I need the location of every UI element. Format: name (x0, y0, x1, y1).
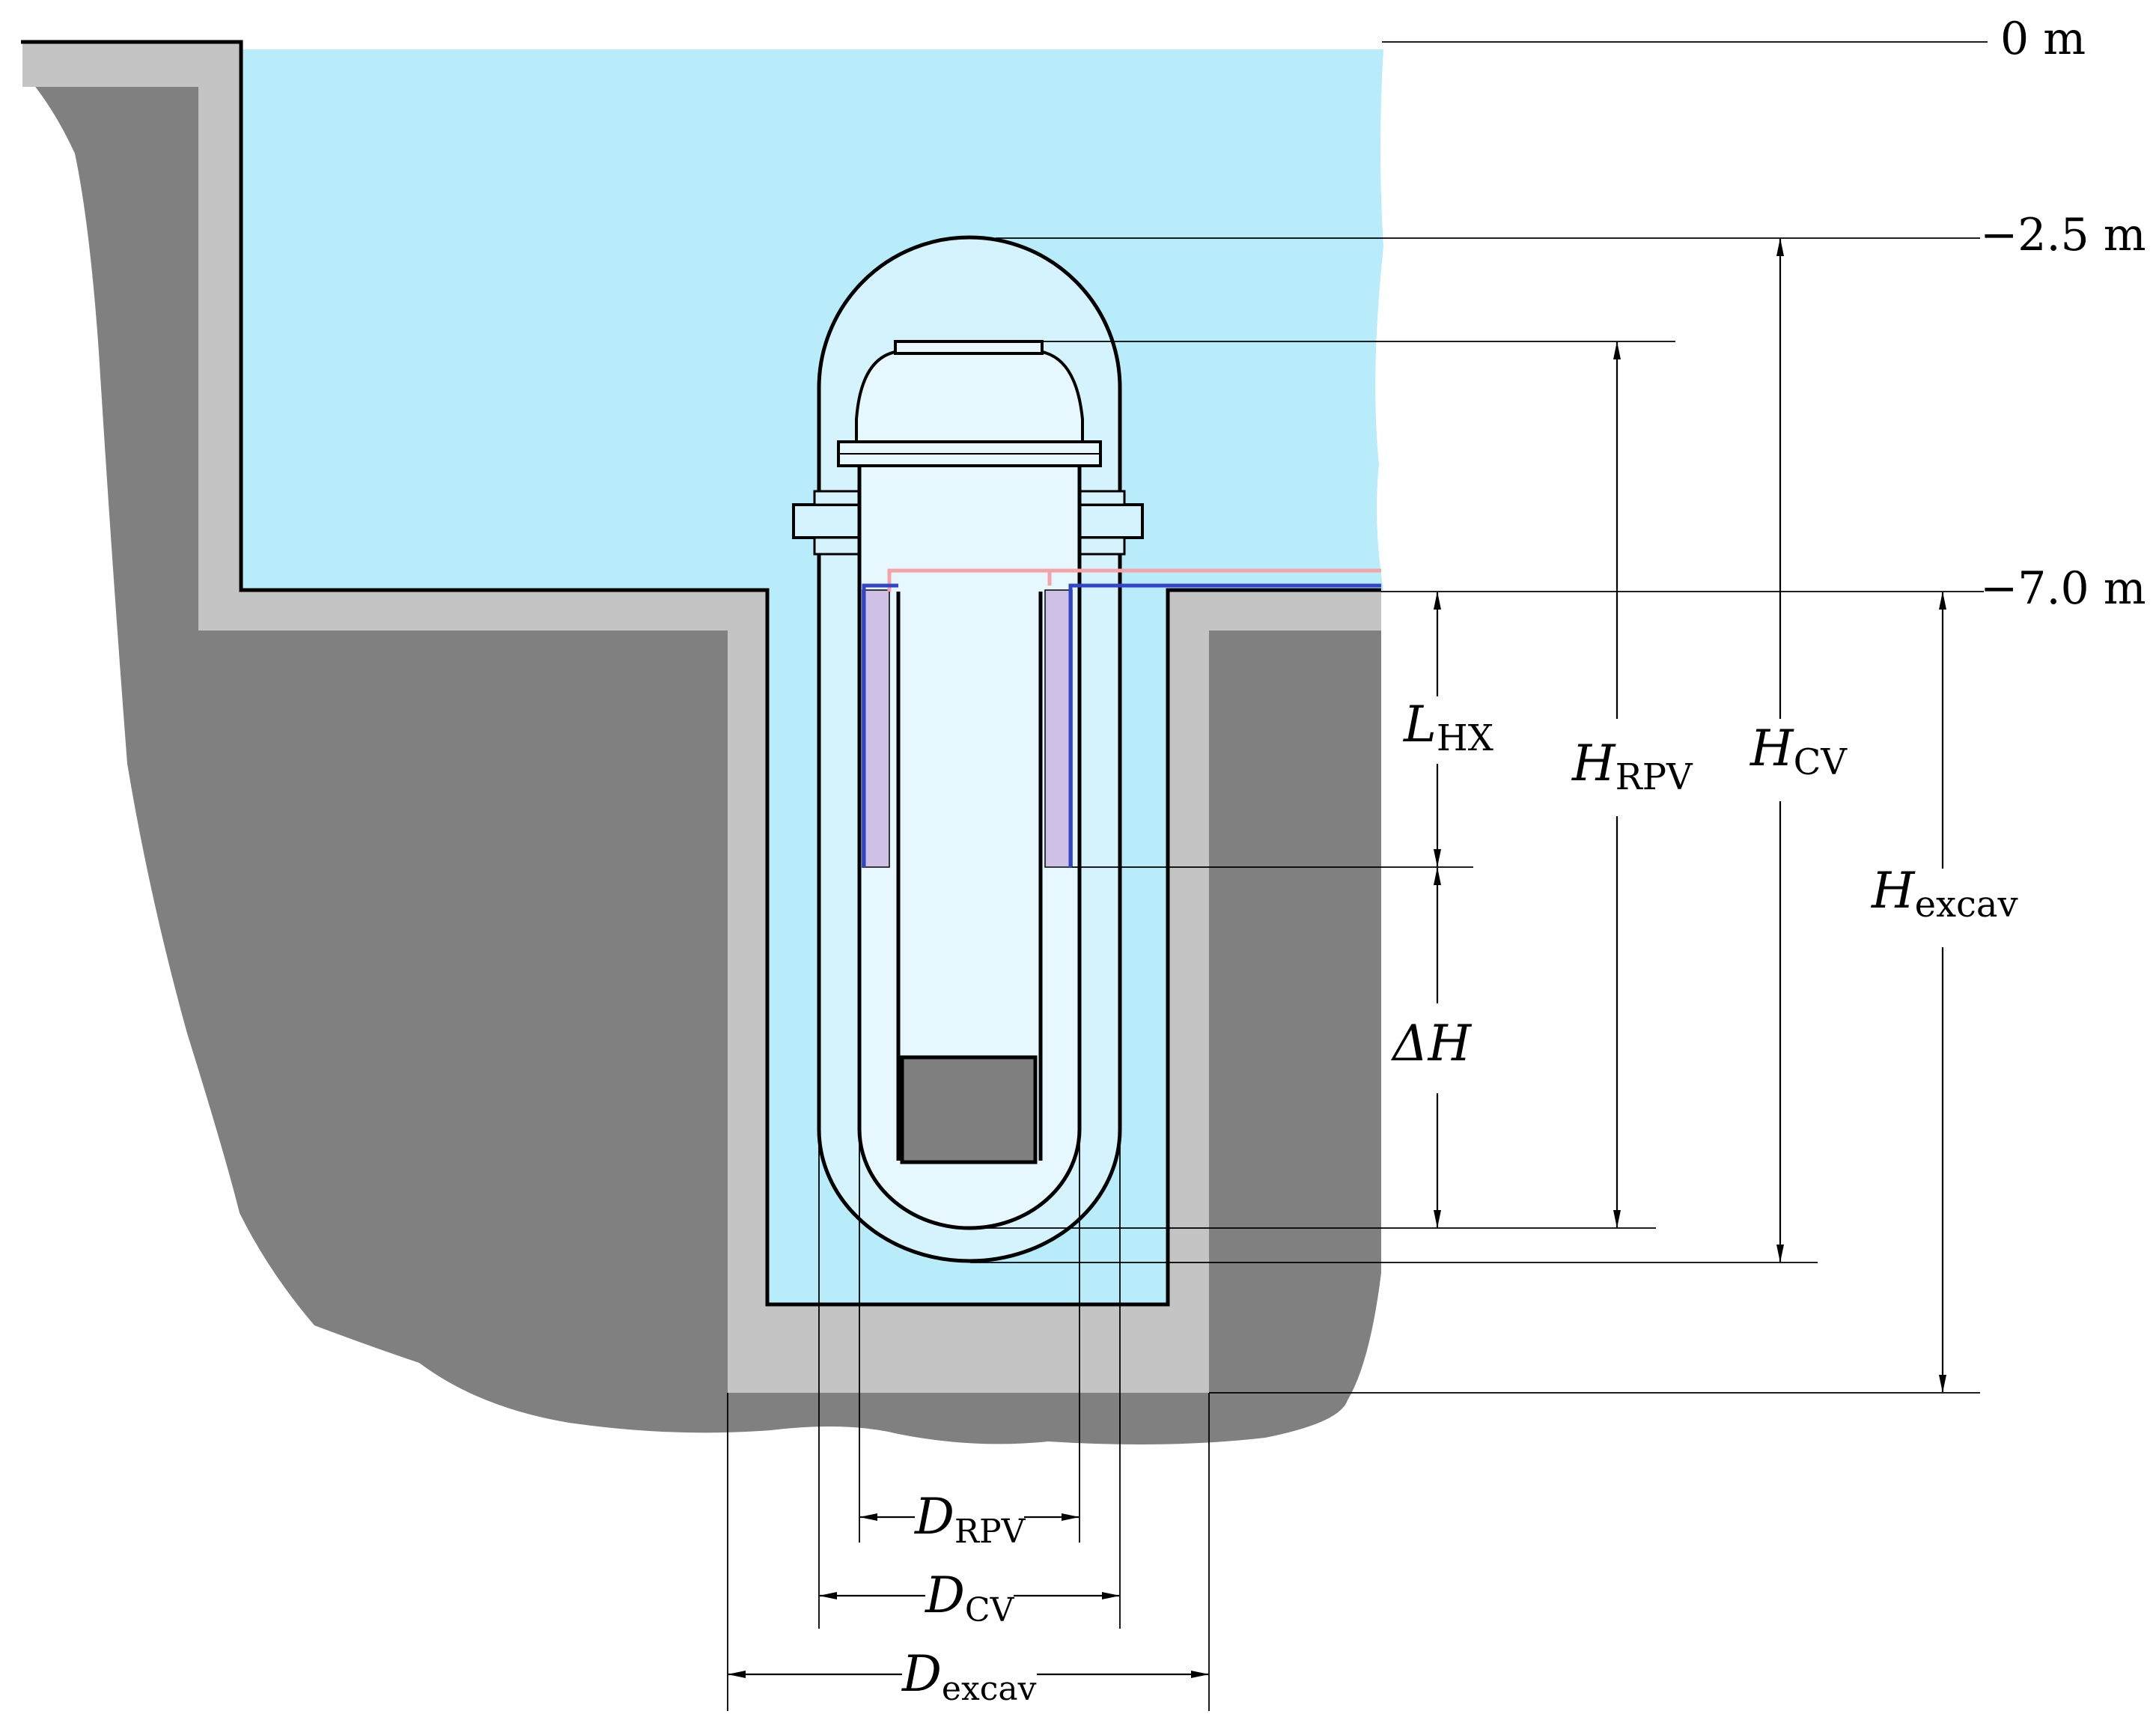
reactor-core (900, 1055, 1038, 1164)
cold-line (862, 583, 1381, 867)
elevation-minus-7m: −7.0 m (1980, 562, 2146, 615)
label-d-cv: DCV (925, 1567, 1015, 1629)
label-d-rpv: DRPV (914, 1488, 1026, 1551)
heat-exchanger-right (1044, 589, 1073, 868)
heat-exchanger-left (862, 589, 890, 868)
label-h-cv: HCV (1750, 720, 1848, 783)
extension-lines (727, 41, 1988, 1711)
label-l-hx: LHX (1403, 696, 1493, 759)
rpv-upper-head (855, 350, 1084, 447)
elevation-minus-2-5m: −2.5 m (1980, 209, 2146, 261)
label-h-rpv: HRPV (1571, 735, 1693, 798)
pool-outline (21, 40, 1381, 1307)
rpv-head-cap (894, 340, 1044, 355)
label-delta-h: ΔH (1390, 1015, 1473, 1072)
dimension-arrows (728, 238, 1946, 1678)
elevation-0m: 0 m (2000, 13, 2086, 65)
riser (896, 592, 1043, 1161)
label-h-excav: Hexcav (1871, 862, 2018, 926)
ground (22, 46, 1381, 1444)
label-d-excav: Dexcav (901, 1645, 1037, 1708)
